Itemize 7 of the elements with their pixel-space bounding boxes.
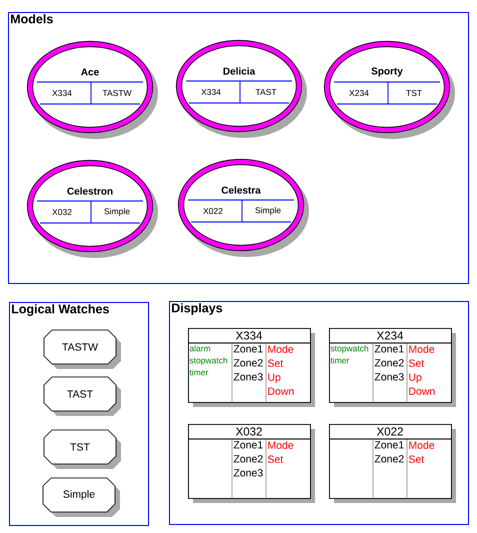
panel-title: Logical Watches xyxy=(12,304,109,316)
panel-title: Displays xyxy=(172,303,222,315)
octagon-box: TASTW xyxy=(44,330,121,369)
panel-title: Models xyxy=(11,14,53,24)
octagon-box: TST xyxy=(44,430,121,469)
octagon-box: Simple xyxy=(42,478,120,517)
octagon-box: TAST xyxy=(44,376,121,416)
